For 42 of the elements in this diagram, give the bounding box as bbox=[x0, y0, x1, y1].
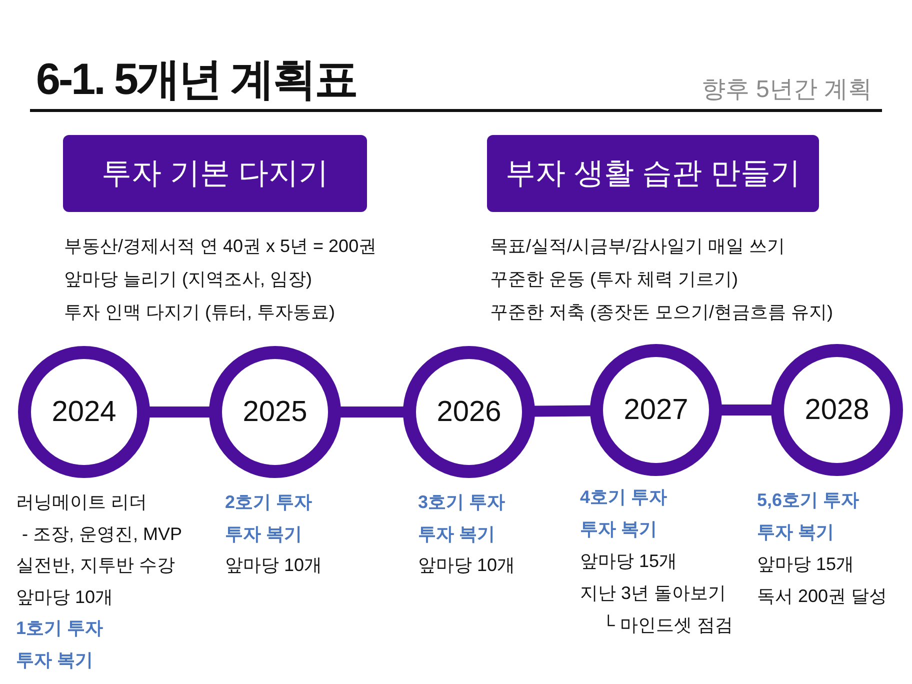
connector-line bbox=[721, 404, 772, 416]
title: 6-1. 5개년 계획표 bbox=[36, 54, 357, 106]
heading-box bbox=[487, 135, 819, 212]
milestone-text: 투자 복기 bbox=[16, 649, 94, 672]
year-label: 2026 bbox=[436, 395, 502, 429]
milestone-text: 투자 복기 bbox=[418, 522, 496, 546]
milestone-text: 투자 복기 bbox=[580, 518, 658, 541]
plan-text: └ 마인드셋 점검 bbox=[602, 614, 733, 637]
connector-line bbox=[534, 405, 592, 417]
plan-text: - 조장, 운영진, MVP bbox=[22, 522, 182, 546]
plan-text: 앞마당 10개 bbox=[418, 554, 516, 578]
milestone-text: 투자 복기 bbox=[757, 521, 834, 544]
milestone-text: 2호기 투자 bbox=[225, 491, 312, 514]
year-label: 2028 bbox=[804, 393, 870, 427]
year-label: 2027 bbox=[624, 393, 688, 427]
box-title: 투자 기본 다지기 bbox=[102, 156, 328, 192]
plan-text: 실전반, 지투반 수강 bbox=[16, 554, 176, 578]
subtitle: 향후 5년간 계획 bbox=[701, 75, 872, 105]
milestone-text: 1호기 투자 bbox=[16, 617, 104, 640]
year-label: 2025 bbox=[242, 395, 308, 429]
plan-text: 앞마당 15개 bbox=[580, 550, 678, 573]
plan-text: 지난 3년 돌아보기 bbox=[580, 582, 726, 605]
milestone-text: 5,6호기 투자 bbox=[757, 489, 860, 512]
plan-text: 앞마당 10개 bbox=[16, 586, 114, 609]
heading-box bbox=[63, 135, 367, 212]
milestone-text: 3호기 투자 bbox=[418, 491, 506, 514]
plan-text: 꾸준한 운동 (투자 체력 기르기) bbox=[490, 268, 738, 291]
plan-text: 투자 인맥 다지기 (튜터, 투자동료) bbox=[64, 301, 335, 324]
milestone-text: 4호기 투자 bbox=[580, 486, 668, 509]
plan-text: 앞마당 15개 bbox=[757, 553, 854, 576]
plan-text: 꾸준한 저축 (종잣돈 모으기/현금흐름 유지) bbox=[490, 301, 833, 324]
plan-text: 앞마당 10개 bbox=[225, 554, 322, 578]
milestone-text: 투자 복기 bbox=[225, 522, 302, 546]
plan-text: 러닝메이트 리더 bbox=[16, 491, 148, 514]
plan-text: 앞마당 늘리기 (지역조사, 임장) bbox=[64, 268, 312, 291]
connector-line bbox=[149, 406, 210, 418]
box-title: 부자 생활 습관 만들기 bbox=[505, 156, 800, 192]
plan-text: 목표/실적/시금부/감사일기 매일 쓰기 bbox=[490, 235, 786, 258]
plan-text: 독서 200권 달성 bbox=[757, 585, 888, 608]
year-label: 2024 bbox=[52, 395, 116, 429]
connector-line bbox=[340, 406, 404, 418]
plan-text: 부동산/경제서적 연 40권 x 5년 = 200권 bbox=[64, 235, 377, 258]
